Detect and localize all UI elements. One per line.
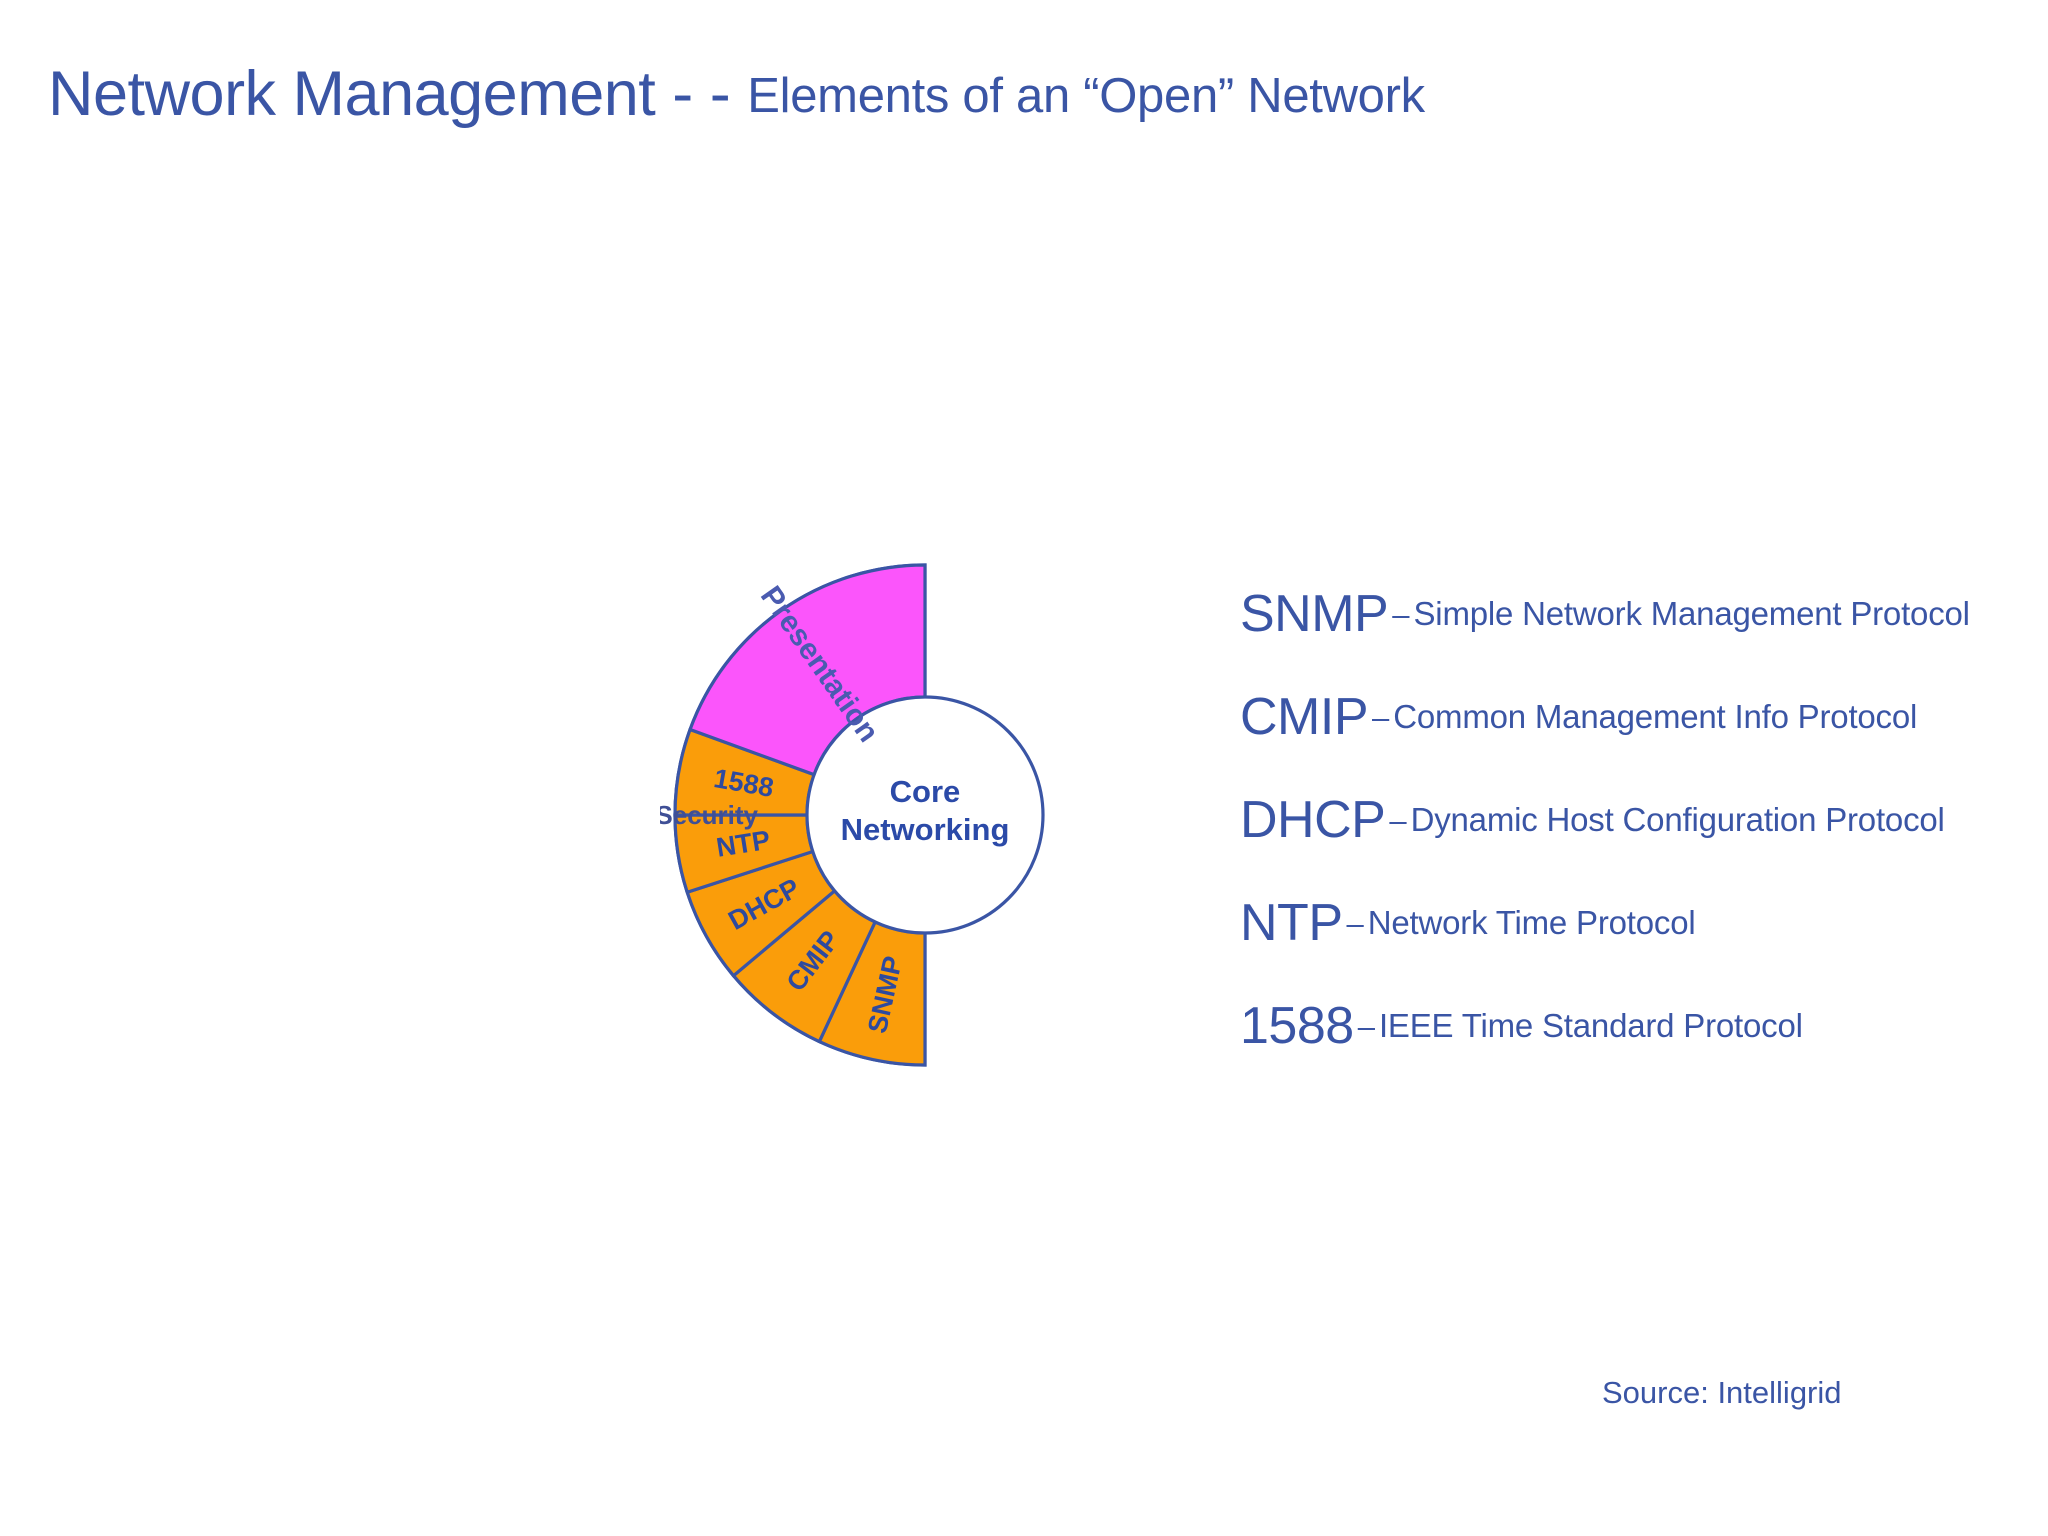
legend-description: Network Time Protocol [1367, 904, 1696, 941]
core-label-line1: Core [890, 774, 961, 809]
legend-description: IEEE Time Standard Protocol [1378, 1007, 1803, 1044]
legend-description: Simple Network Management Protocol [1413, 595, 1970, 632]
page-title: Network Management - - Elements of an “O… [48, 58, 1425, 130]
legend-item-ntp: NTP–Network Time Protocol [1240, 897, 2040, 949]
donut-label-security: Security [660, 800, 759, 830]
legend-dash: – [1389, 803, 1407, 838]
source-attribution: Source: Intelligrid [1602, 1375, 1842, 1410]
legend-dash: – [1372, 700, 1390, 735]
legend-item-cmip: CMIP–Common Management Info Protocol [1240, 691, 2040, 743]
page-title-subtitle: Elements of an “Open” Network [747, 69, 1425, 123]
donut-chart-svg: Core Networking SecuritySNMPCMIPDHCPNTP1… [660, 563, 1045, 1067]
legend-abbr: NTP [1240, 894, 1343, 952]
legend-abbr: SNMP [1240, 585, 1389, 643]
legend-abbr: DHCP [1240, 791, 1386, 849]
page-title-main: Network Management - - [48, 59, 748, 129]
donut-core-circle [805, 695, 1045, 935]
core-label-line2: Networking [841, 812, 1010, 847]
legend-dash: – [1346, 906, 1364, 941]
legend-dash: – [1357, 1009, 1375, 1044]
legend-item-snmp: SNMP–Simple Network Management Protocol [1240, 588, 2040, 640]
donut-segments [673, 563, 927, 1067]
legend-dash: – [1392, 597, 1410, 632]
legend-description: Dynamic Host Configuration Protocol [1410, 801, 1945, 838]
legend-item-dhcp: DHCP–Dynamic Host Configuration Protocol [1240, 794, 2040, 846]
legend-abbr: 1588 [1240, 997, 1354, 1055]
legend-item-1588: 1588–IEEE Time Standard Protocol [1240, 1000, 2040, 1052]
legend-description: Common Management Info Protocol [1393, 698, 1918, 735]
legend-abbr: CMIP [1240, 688, 1369, 746]
